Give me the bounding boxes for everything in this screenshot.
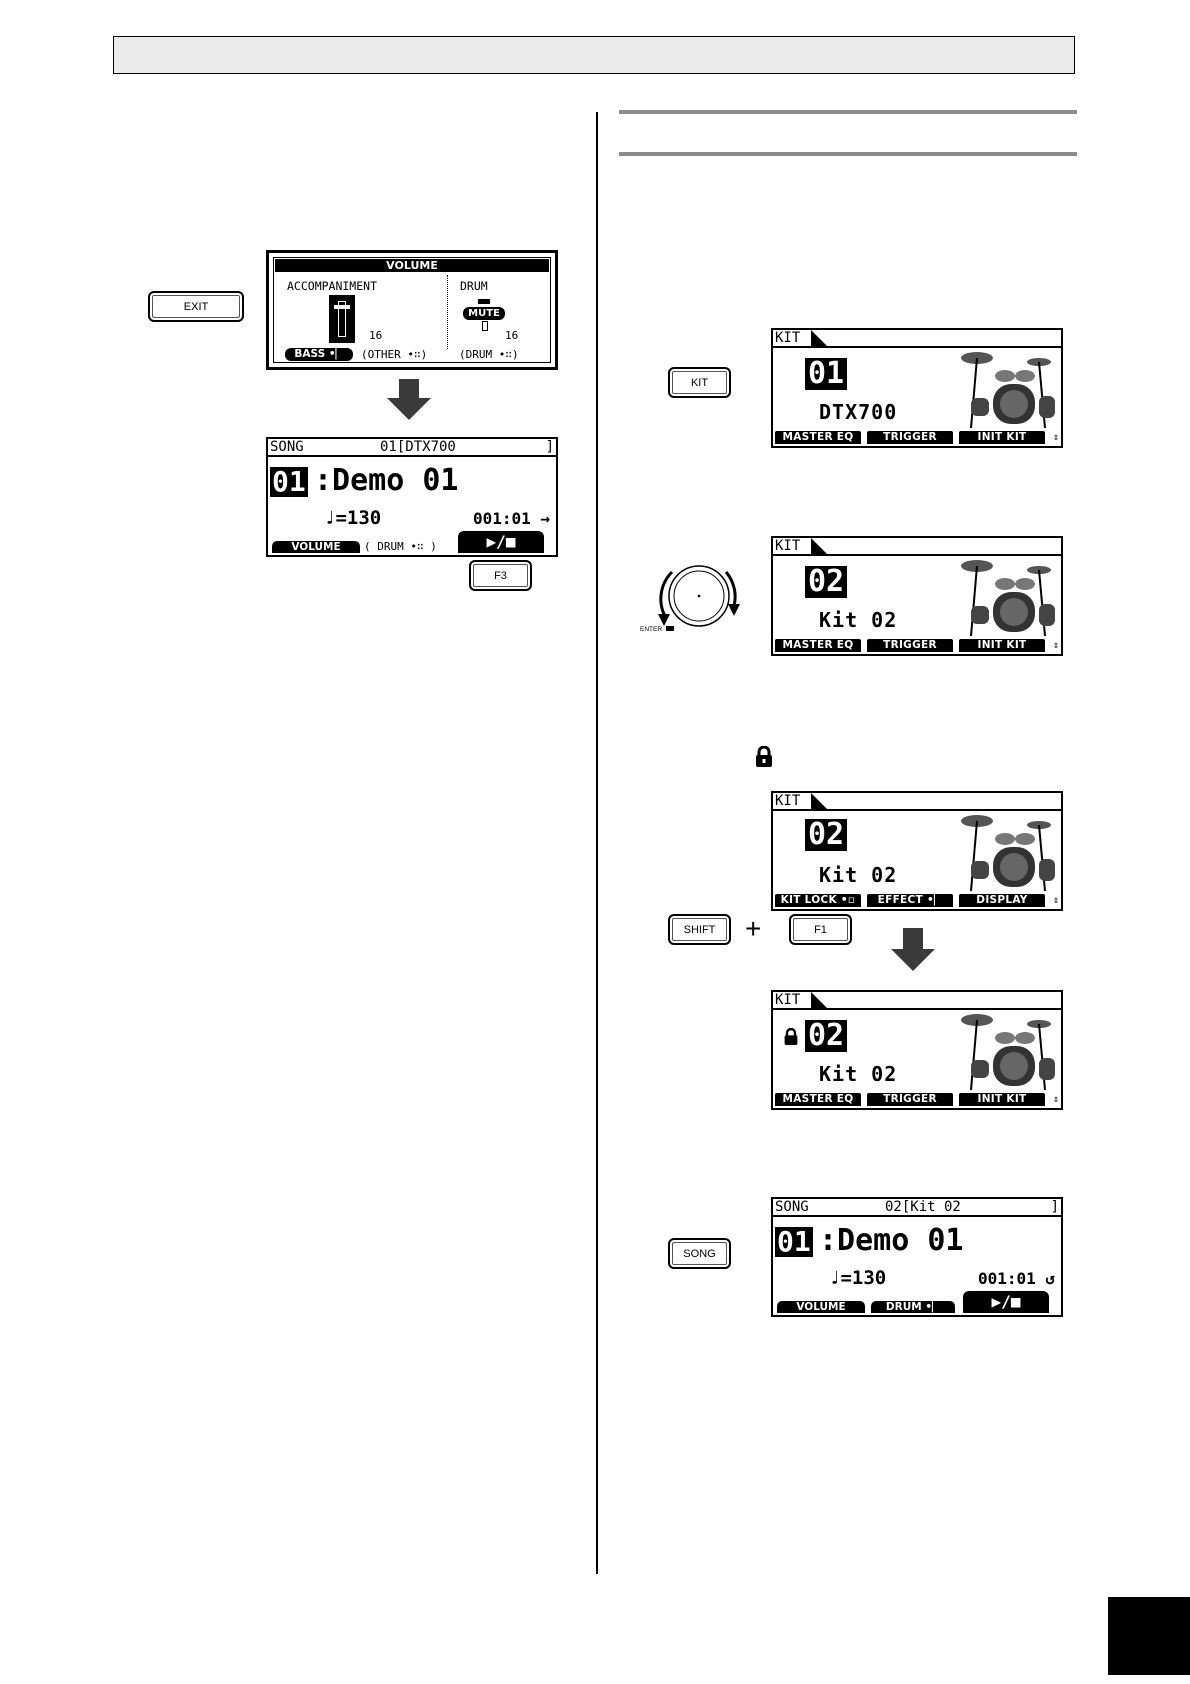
song-header-end: ] — [546, 439, 554, 455]
mute-indicator: MUTE — [463, 299, 505, 327]
tempo: ♩=130 — [829, 1267, 886, 1289]
kit-screen-4: KIT 02 Kit 02 MASTER EQ TRIGGER INIT KIT… — [771, 990, 1063, 1110]
up-down-icon: ⇕ — [1053, 1094, 1059, 1106]
song-tag: SONG — [268, 439, 310, 455]
song-number: 01 — [270, 467, 308, 497]
song-tag: SONG — [773, 1199, 815, 1215]
section-rule-bottom — [619, 152, 1077, 156]
drum-kit-icon — [953, 348, 1061, 430]
song-position: 001:01 ↺ — [978, 1269, 1055, 1288]
f1-bass-tab: BASS •▏ — [285, 348, 353, 361]
lock-icon — [754, 746, 774, 768]
drum-label: DRUM — [460, 279, 488, 293]
f1-master-eq-tab: MASTER EQ — [775, 639, 861, 652]
song-number: 01 — [775, 1227, 813, 1257]
f2-other-tab: (OTHER •∷) — [361, 348, 427, 361]
f3-init-kit-tab: INIT KIT — [959, 1093, 1045, 1106]
kit-tag: KIT — [775, 992, 803, 1008]
f2-trigger-tab: TRIGGER — [867, 431, 953, 444]
f2-drum-tab: DRUM •▏ — [871, 1301, 955, 1313]
kit-name: Kit 02 — [819, 863, 897, 887]
lock-icon — [783, 1028, 799, 1046]
volume-title: VOLUME — [275, 259, 549, 272]
up-down-icon: ⇕ — [1053, 895, 1059, 907]
f2-drum-tab: ( DRUM •∷ ) — [364, 541, 437, 553]
drum-kit-icon — [953, 811, 1061, 893]
drum-kit-icon — [953, 556, 1061, 638]
f2-effect-tab: EFFECT •▏ — [867, 894, 953, 907]
song-name: :Demo 01 — [819, 1225, 964, 1257]
song-screen-1: SONG 01[DTX700 ] 01 :Demo 01 ♩=130 001:0… — [266, 437, 558, 557]
kit-screen-1: KIT 01 DTX700 MASTER EQ TRIGGER INIT KIT… — [771, 328, 1063, 448]
f2-trigger-tab: TRIGGER — [867, 1093, 953, 1106]
f1-volume-tab: VOLUME — [777, 1301, 865, 1313]
kit-name: Kit 02 — [819, 608, 897, 632]
enter-label: ENTER — [640, 626, 662, 633]
kit-tag: KIT — [775, 330, 803, 346]
f1-volume-tab: VOLUME — [272, 541, 360, 553]
kit-number: 02 — [805, 819, 847, 851]
f3-display-tab: DISPLAY — [959, 894, 1045, 907]
song-position: 001:01 → — [473, 509, 550, 528]
f2-trigger-tab: TRIGGER — [867, 639, 953, 652]
page-header-bar — [113, 36, 1075, 74]
f1-button[interactable]: F1 — [789, 914, 852, 945]
up-down-icon: ⇕ — [1053, 640, 1059, 652]
data-dial-icon[interactable] — [636, 556, 750, 656]
kit-tag: KIT — [775, 793, 803, 809]
f3-button[interactable]: F3 — [469, 560, 532, 591]
plus-sign: + — [745, 912, 761, 946]
song-button[interactable]: SONG — [668, 1238, 731, 1269]
f3-init-kit-tab: INIT KIT — [959, 639, 1045, 652]
song-header-info: 01[DTX700 — [380, 439, 456, 455]
kit-tag: KIT — [775, 538, 803, 554]
f3-drum-tab: (DRUM •∷) — [459, 348, 519, 361]
kit-number: 02 — [805, 566, 847, 598]
song-header-end: ] — [1051, 1199, 1059, 1215]
section-rule-top — [619, 110, 1077, 114]
shift-button[interactable]: SHIFT — [668, 914, 731, 945]
drum-value: 16 — [505, 329, 518, 342]
column-divider — [596, 112, 598, 1574]
f3-play-stop-tab: ▶/■ — [963, 1291, 1049, 1313]
kit-name: Kit 02 — [819, 1062, 897, 1086]
f3-play-stop-tab: ▶/■ — [458, 531, 544, 553]
drum-kit-icon — [953, 1010, 1061, 1092]
accompaniment-slider[interactable] — [329, 295, 355, 343]
kit-screen-3: KIT 02 Kit 02 KIT LOCK •▫ EFFECT •▏ DISP… — [771, 791, 1063, 911]
song-screen-2: SONG 02[Kit 02 ] 01 :Demo 01 ♩=130 001:0… — [771, 1197, 1063, 1317]
volume-screen: VOLUME ACCOMPANIMENT DRUM 16 MUTE 16 BAS… — [266, 250, 558, 370]
mute-label: MUTE — [463, 307, 505, 320]
kit-screen-2: KIT 02 Kit 02 MASTER EQ TRIGGER INIT KIT… — [771, 536, 1063, 656]
accompaniment-value: 16 — [369, 329, 382, 342]
f1-master-eq-tab: MASTER EQ — [775, 431, 861, 444]
page-tab-marker — [1108, 1597, 1190, 1675]
exit-button[interactable]: EXIT — [148, 291, 244, 322]
kit-number: 01 — [805, 358, 847, 390]
divider — [447, 275, 448, 349]
song-header-info: 02[Kit 02 — [885, 1199, 961, 1215]
accompaniment-label: ACCOMPANIMENT — [287, 279, 377, 293]
f1-master-eq-tab: MASTER EQ — [775, 1093, 861, 1106]
kit-button[interactable]: KIT — [668, 367, 731, 398]
f1-kit-lock-tab: KIT LOCK •▫ — [775, 894, 861, 907]
kit-number: 02 — [805, 1020, 847, 1052]
tempo: ♩=130 — [324, 507, 381, 529]
song-name: :Demo 01 — [314, 465, 459, 497]
kit-name: DTX700 — [819, 400, 897, 424]
f3-init-kit-tab: INIT KIT — [959, 431, 1045, 444]
up-down-icon: ⇕ — [1053, 432, 1059, 444]
